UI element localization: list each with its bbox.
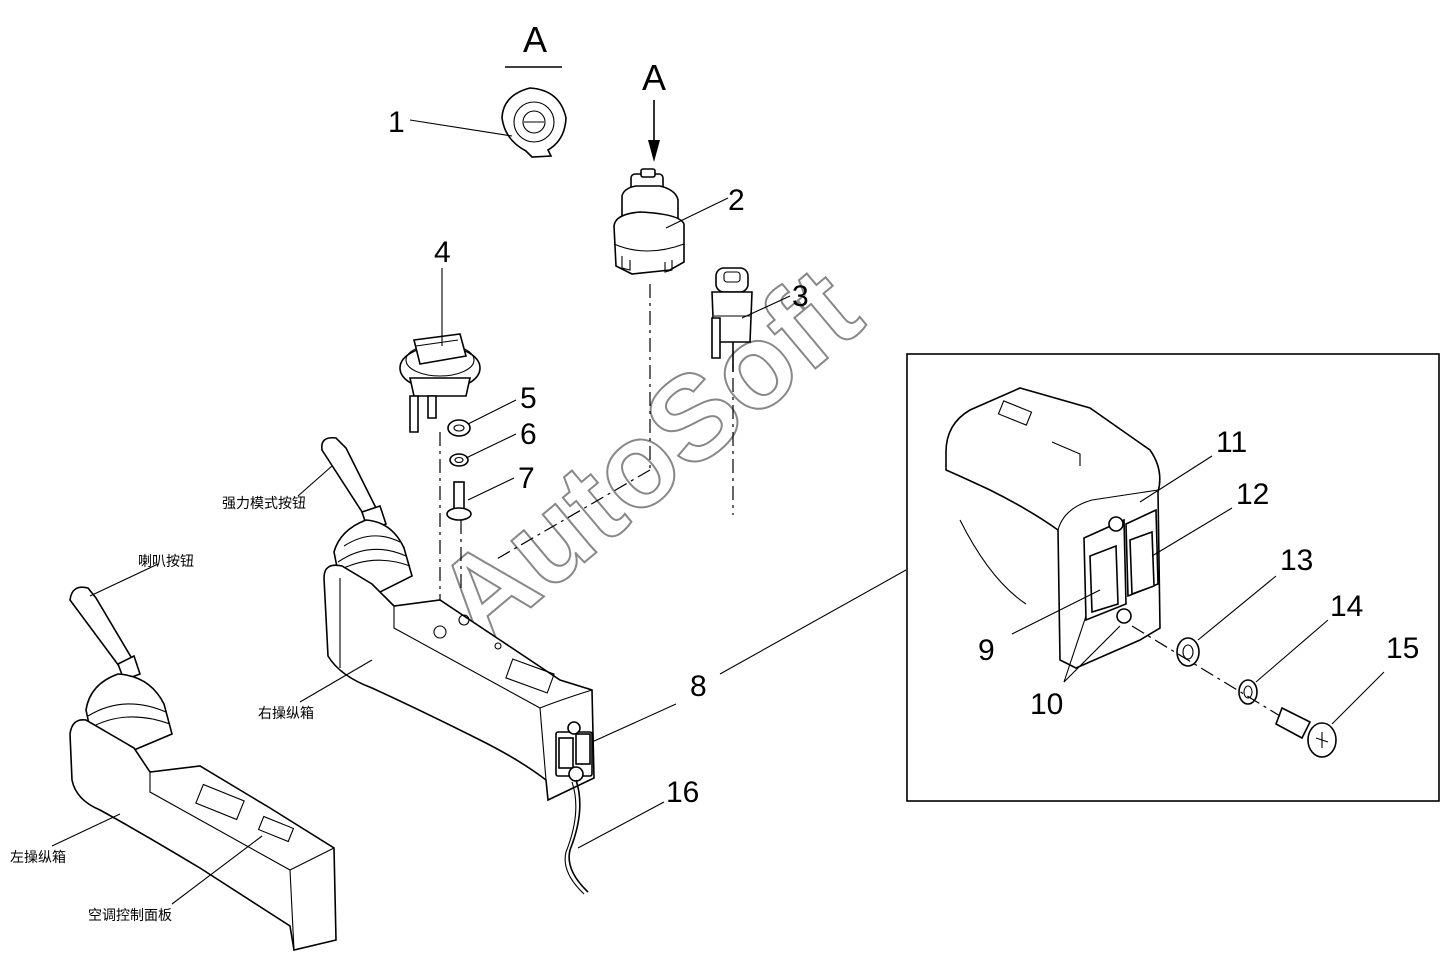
part-number-5: 5	[520, 382, 537, 415]
watermark-text: AutoSoft	[411, 242, 885, 670]
ac-control-panel-label: 空调控制面板	[88, 908, 172, 924]
part-number-13: 13	[1280, 544, 1313, 577]
leader-lines	[51, 119, 1385, 905]
part-number-3: 3	[792, 280, 809, 313]
part-number-labels: 1 2 3 4 5 6 7 8 9 10 11 12 13 14 15 16	[388, 106, 1419, 809]
socket-connector	[711, 267, 753, 515]
rotary-knob-assembly	[399, 333, 481, 600]
left-control-box-label: 左操纵箱	[10, 850, 66, 866]
view-a-arrow-label: A	[642, 57, 666, 98]
part-number-7: 7	[518, 462, 535, 495]
chinese-labels: 强力模式按钮 喇叭按钮 右操纵箱 左操纵箱 空调控制面板	[10, 496, 314, 924]
power-mode-button-label: 强力模式按钮	[222, 496, 306, 512]
part-number-2: 2	[728, 184, 745, 217]
part-number-8: 8	[690, 670, 707, 703]
part-number-4: 4	[434, 236, 451, 269]
part-number-14: 14	[1330, 590, 1363, 623]
part-number-15: 15	[1386, 632, 1419, 665]
view-a-label: A	[523, 19, 547, 60]
part-number-10: 10	[1030, 688, 1063, 721]
part-number-6: 6	[520, 418, 537, 451]
part-number-11: 11	[1216, 426, 1247, 459]
view-a-detail: A	[501, 19, 567, 158]
left-control-box	[69, 586, 337, 951]
part-number-1: 1	[388, 106, 405, 139]
horn-button-label: 喇叭按钮	[138, 554, 194, 570]
switch-detail-box	[906, 353, 1440, 802]
part-number-12: 12	[1236, 478, 1269, 511]
right-control-box-label: 右操纵箱	[258, 706, 314, 722]
part-number-16: 16	[666, 776, 699, 809]
right-control-box	[320, 436, 595, 895]
part-number-9: 9	[978, 634, 995, 667]
